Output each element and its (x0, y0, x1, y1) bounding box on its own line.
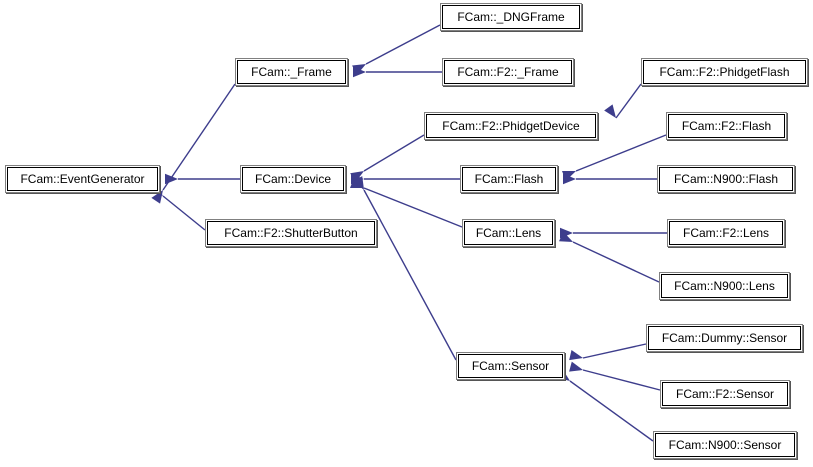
class-node-label: FCam::Dummy::Sensor (661, 331, 788, 345)
class-node-f2flash[interactable]: FCam::F2::Flash (666, 112, 787, 140)
class-node-label: FCam::_Frame (251, 65, 332, 79)
class-node-flash[interactable]: FCam::Flash (460, 165, 558, 193)
class-node-eventgenerator[interactable]: FCam::EventGenerator (5, 165, 160, 193)
class-node-label: FCam::EventGenerator (20, 172, 145, 186)
class-node-label: FCam::Lens (475, 226, 542, 240)
class-node-label: FCam::Flash (474, 172, 544, 186)
edge-sensor-to-device (363, 189, 457, 361)
arrowhead-n900flash-to-flash (563, 173, 576, 185)
class-node-f2sensor[interactable]: FCam::F2::Sensor (660, 380, 790, 408)
edge-shutterbutton-to-eventgenerator (162, 195, 206, 231)
class-node-frame[interactable]: FCam::_Frame (235, 58, 348, 86)
class-node-label: FCam::F2::_Frame (457, 65, 559, 79)
edge-phidgetdevice-to-device (363, 134, 425, 172)
class-node-label: FCam::F2::PhidgetFlash (659, 65, 790, 79)
edge-f2flash-to-flash (575, 134, 667, 172)
class-node-label: FCam::N900::Lens (674, 279, 775, 293)
class-node-n900flash[interactable]: FCam::N900::Flash (657, 165, 795, 193)
class-node-phidgetflash[interactable]: FCam::F2::PhidgetFlash (641, 58, 808, 86)
class-node-label: FCam::N900::Sensor (668, 438, 782, 452)
class-node-dummysensor[interactable]: FCam::Dummy::Sensor (646, 324, 803, 352)
class-node-label: FCam::F2::Lens (682, 226, 770, 240)
class-node-lens[interactable]: FCam::Lens (462, 219, 555, 247)
edge-n900sensor-to-sensor (569, 380, 654, 442)
edge-n900lens-to-lens (572, 241, 660, 283)
edge-lens-to-device (363, 187, 463, 228)
class-node-shutterbutton[interactable]: FCam::F2::ShutterButton (205, 219, 377, 247)
class-node-n900lens[interactable]: FCam::N900::Lens (659, 272, 790, 300)
arrowhead-phidgetflash-to-phidgetdevice (604, 104, 616, 118)
class-node-label: FCam::F2::Sensor (675, 387, 775, 401)
class-node-label: FCam::Device (254, 172, 331, 186)
edge-phidgetflash-to-phidgetdevice (615, 83, 642, 119)
class-node-device[interactable]: FCam::Device (240, 165, 346, 193)
class-node-phidgetdevice[interactable]: FCam::F2::PhidgetDevice (424, 112, 598, 140)
class-node-sensor[interactable]: FCam::Sensor (456, 352, 565, 380)
edge-dummysensor-to-sensor (582, 343, 647, 359)
class-node-f2frame[interactable]: FCam::F2::_Frame (442, 58, 574, 86)
edge-frame-to-eventgenerator (162, 83, 236, 191)
class-node-label: FCam::F2::Flash (681, 119, 772, 133)
arrowhead-n900lens-to-lens (559, 231, 573, 242)
arrowhead-device-to-eventgenerator (165, 173, 178, 185)
arrowhead-f2frame-to-frame (353, 66, 366, 78)
edge-dngframe-to-frame (365, 24, 441, 65)
class-node-label: FCam::N900::Flash (673, 172, 779, 186)
class-node-label: FCam::_DNGFrame (457, 10, 565, 24)
class-node-f2lens[interactable]: FCam::F2::Lens (667, 219, 785, 247)
arrowhead-dummysensor-to-sensor (569, 350, 583, 361)
arrowhead-sensor-to-device (353, 176, 364, 190)
edge-f2sensor-to-sensor (582, 369, 661, 391)
class-node-label: FCam::Sensor (471, 359, 550, 373)
class-node-label: FCam::F2::PhidgetDevice (442, 119, 580, 133)
class-node-n900sensor[interactable]: FCam::N900::Sensor (653, 431, 797, 459)
class-node-label: FCam::F2::ShutterButton (224, 226, 358, 240)
class-node-dngframe[interactable]: FCam::_DNGFrame (440, 3, 582, 31)
arrowhead-f2sensor-to-sensor (569, 361, 583, 372)
